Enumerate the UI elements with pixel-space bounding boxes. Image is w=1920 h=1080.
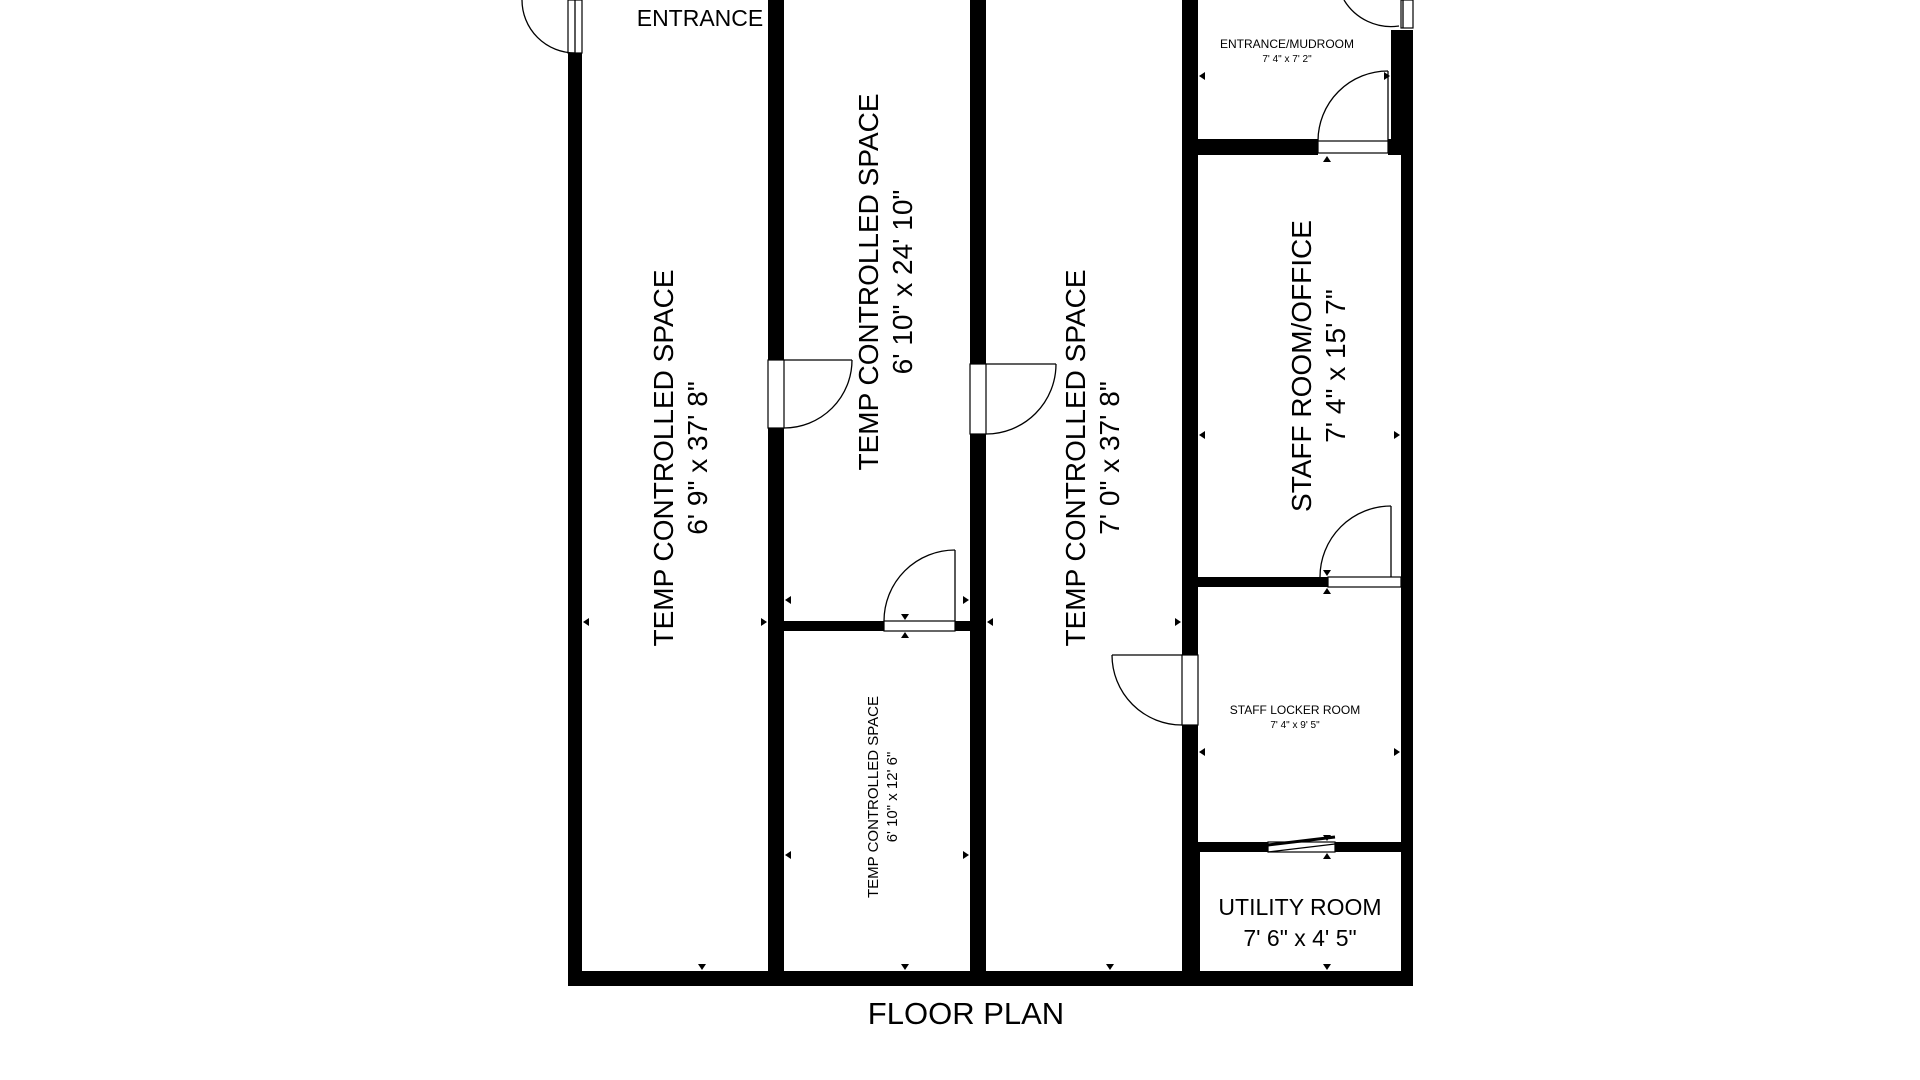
- door-mid-column: [883, 549, 956, 632]
- door-temp-left-mid: [767, 359, 853, 429]
- utility-name: UTILITY ROOM: [1218, 894, 1381, 920]
- floor-plan-title: FLOOR PLAN: [868, 996, 1064, 1031]
- doors: [521, 0, 1414, 853]
- entrance-door: [521, 0, 583, 54]
- mudroom-bottom-wall: [1198, 139, 1318, 155]
- temp-mid-bottom-size: 6' 10" x 12' 6": [884, 752, 901, 843]
- office-bottom-wall: [1198, 577, 1328, 587]
- staff-office-name: STAFF ROOM/OFFICE: [1286, 220, 1317, 512]
- door-temp-right-locker: [1111, 654, 1199, 726]
- door-temp-mid-right: [969, 363, 1057, 435]
- temp-mid-top-name: TEMP CONTROLLED SPACE: [853, 93, 884, 470]
- entrance-label: ENTRANCE: [637, 5, 764, 31]
- mudroom-exterior-door: [1343, 0, 1414, 29]
- mudroom-right-wall: [1391, 30, 1401, 142]
- staff-office-label: STAFF ROOM/OFFICE 7' 4" x 15' 7": [1286, 220, 1351, 512]
- temp-mid-top-size: 6' 10" x 24' 10": [887, 190, 918, 375]
- locker-bottom-wall: [1198, 842, 1268, 852]
- temp-left-size: 6' 9" x 37' 8": [682, 381, 713, 535]
- dimension-ticks: [583, 72, 1400, 970]
- utility-size: 7' 6" x 4' 5": [1243, 925, 1356, 951]
- temp-right-size: 7' 0" x 37' 8": [1094, 381, 1125, 535]
- temp-left-label: TEMP CONTROLLED SPACE 6' 9" x 37' 8": [648, 269, 713, 646]
- locker-bottom-wall-b: [1335, 842, 1401, 852]
- temp-right-name: TEMP CONTROLLED SPACE: [1060, 269, 1091, 646]
- mid-column-divider-b: [955, 621, 970, 631]
- locker-size: 7' 4" x 9' 5": [1270, 720, 1320, 731]
- partition-wall-1b: [768, 428, 784, 986]
- locker-name: STAFF LOCKER ROOM: [1230, 703, 1360, 717]
- mudroom-size: 7' 4" x 7' 2": [1262, 54, 1312, 65]
- utility-left-wall: [1192, 842, 1200, 986]
- door-office-locker: [1319, 505, 1402, 588]
- walls: [568, 0, 1413, 986]
- temp-mid-bottom-name: TEMP CONTROLLED SPACE: [865, 696, 882, 898]
- mid-column-divider: [784, 621, 884, 631]
- staff-office-size: 7' 4" x 15' 7": [1320, 289, 1351, 443]
- temp-mid-bottom-label: TEMP CONTROLLED SPACE 6' 10" x 12' 6": [865, 696, 901, 898]
- door-mudroom-office: [1317, 70, 1389, 154]
- outer-wall-left: [568, 0, 582, 985]
- temp-mid-top-label: TEMP CONTROLLED SPACE 6' 10" x 24' 10": [853, 93, 918, 470]
- outer-wall-right: [1401, 30, 1413, 986]
- door-utility: [1267, 835, 1336, 853]
- mudroom-bottom-wall-b: [1388, 139, 1404, 155]
- temp-right-label: TEMP CONTROLLED SPACE 7' 0" x 37' 8": [1060, 269, 1125, 646]
- temp-left-name: TEMP CONTROLLED SPACE: [648, 269, 679, 646]
- partition-wall-3: [1182, 0, 1198, 655]
- outer-wall-bottom: [568, 971, 1413, 986]
- mudroom-name: ENTRANCE/MUDROOM: [1220, 37, 1354, 51]
- partition-wall-2b: [970, 434, 986, 986]
- partition-wall-1: [768, 0, 784, 360]
- partition-wall-2: [970, 0, 986, 364]
